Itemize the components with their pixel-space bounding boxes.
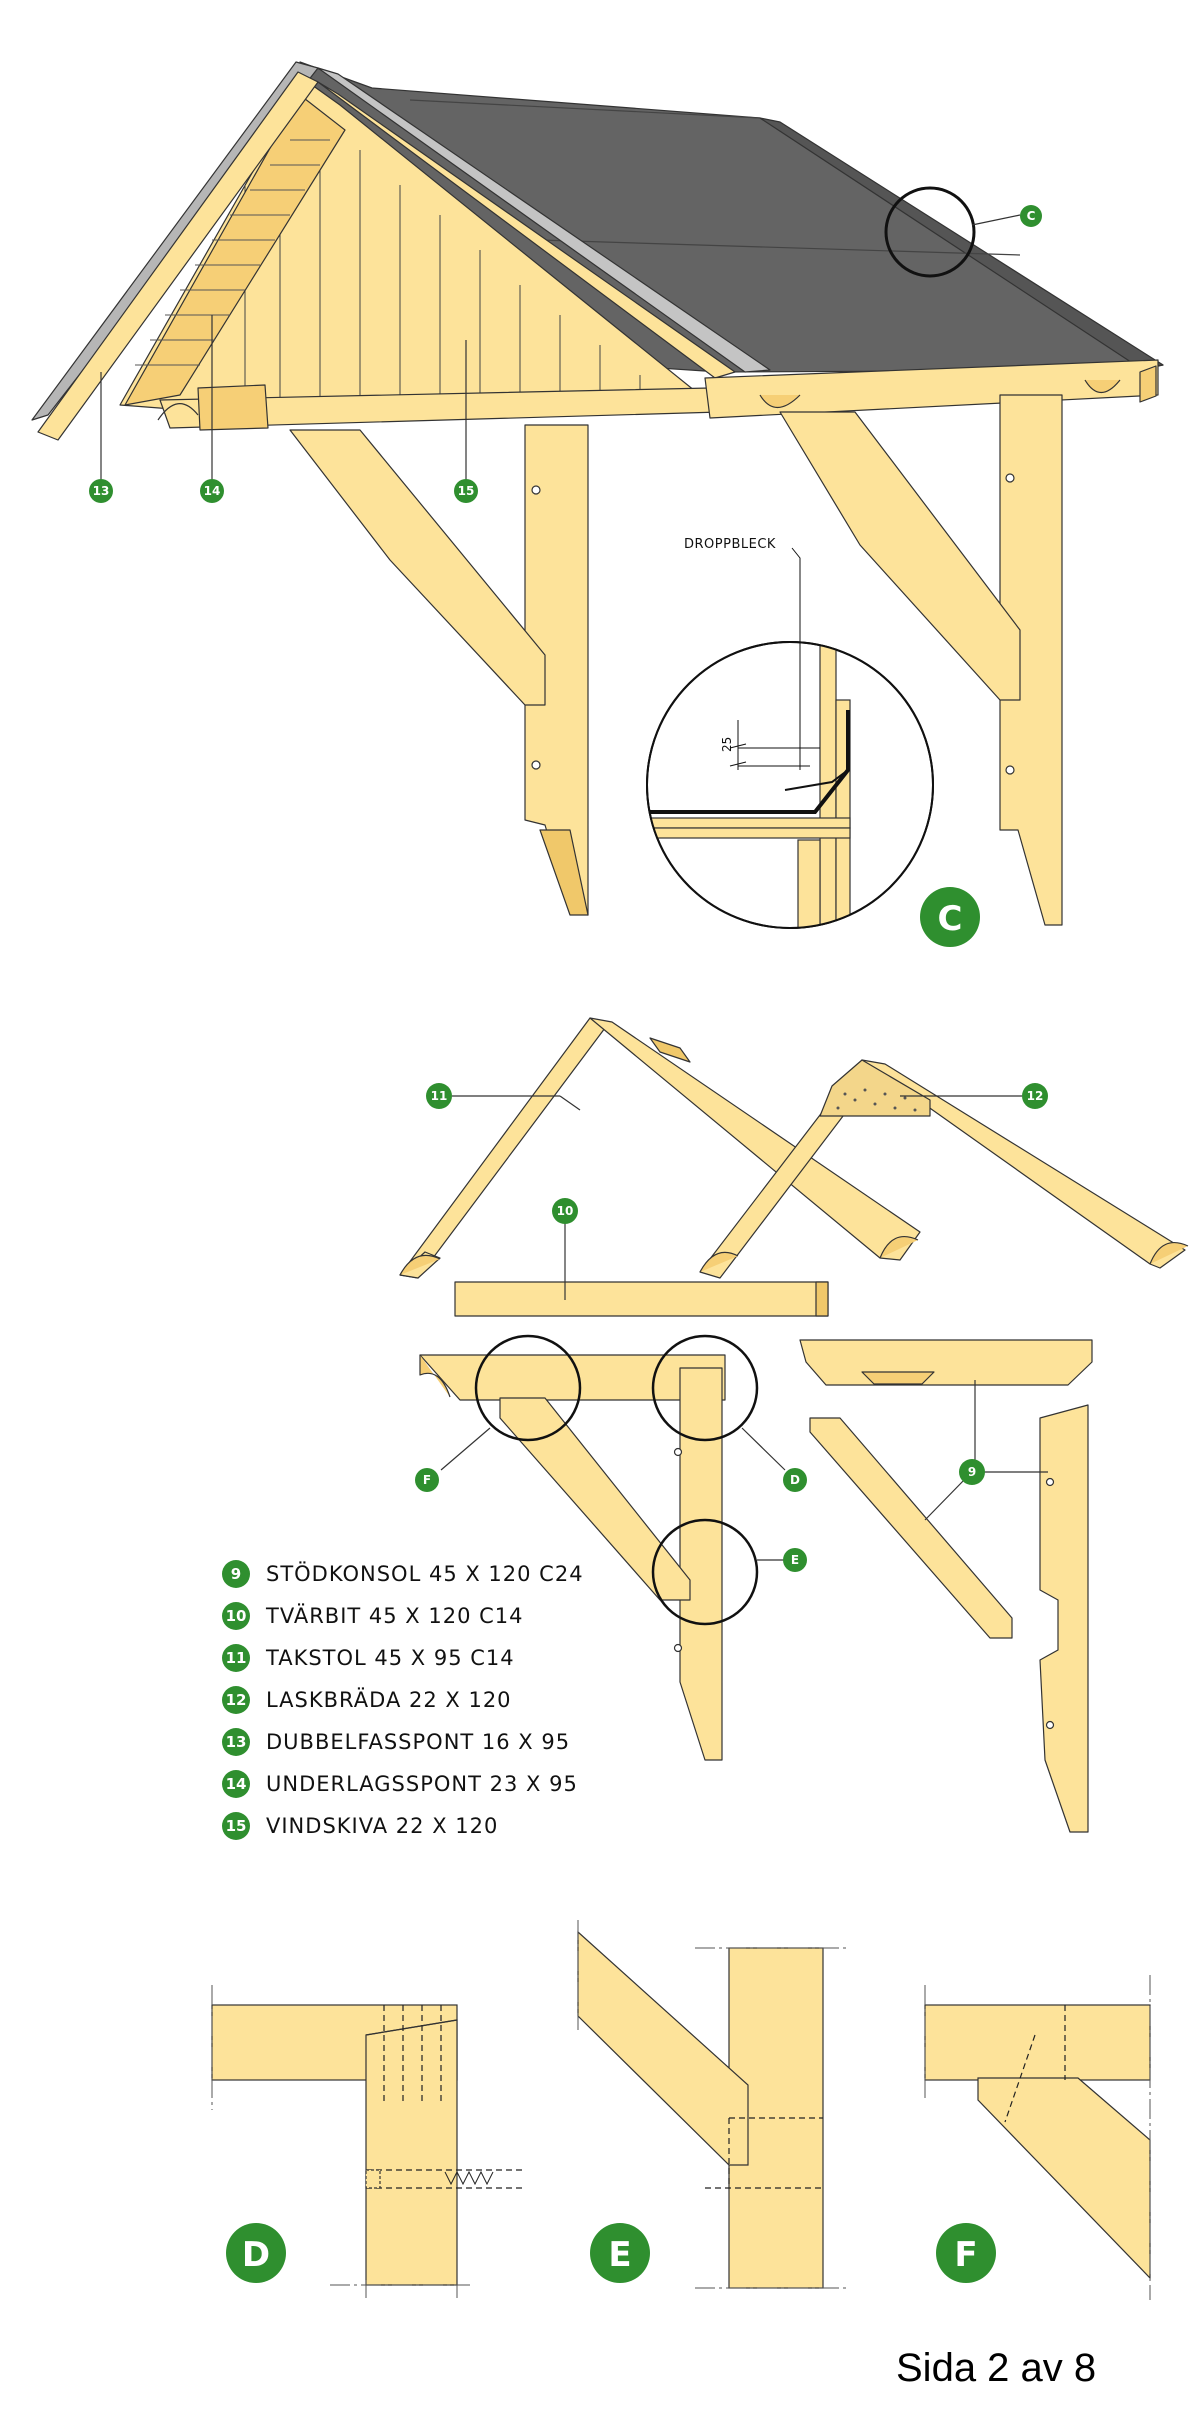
legend-item: 14 UNDERLAGSSPONT 23 X 95 xyxy=(222,1763,584,1805)
dimension-25: 25 xyxy=(720,737,734,752)
legend-item: 15 VINDSKIVA 22 X 120 xyxy=(222,1805,584,1847)
legend-item: 12 LASKBRÄDA 22 X 120 xyxy=(222,1679,584,1721)
bracket-beam xyxy=(419,1354,726,1401)
legend-number-badge: 11 xyxy=(222,1644,250,1672)
loose-beam-9 xyxy=(799,1339,1093,1386)
page-number: Sida 2 av 8 xyxy=(896,2346,1097,2390)
legend-number-badge: 10 xyxy=(222,1602,250,1630)
svg-text:F: F xyxy=(954,2235,977,2275)
legend-item-text: LASKBRÄDA 22 X 120 xyxy=(266,1688,512,1712)
detail-e-drawing xyxy=(577,1920,850,2289)
svg-text:C: C xyxy=(1027,209,1036,223)
legend-item-text: TAKSTOL 45 X 95 C14 xyxy=(266,1646,515,1670)
legend-number-badge: 15 xyxy=(222,1812,250,1840)
detail-label-e: E xyxy=(590,2223,650,2283)
parts-legend: 9 STÖDKONSOL 45 X 120 C24 10 TVÄRBIT 45 … xyxy=(222,1553,584,1847)
legend-number-badge: 14 xyxy=(222,1770,250,1798)
badge-12: 12 xyxy=(1022,1083,1048,1109)
svg-text:9: 9 xyxy=(968,1465,976,1479)
detail-d-drawing xyxy=(211,1985,525,2298)
canopy-illustration xyxy=(31,61,1164,926)
label-droppbleck: DROPPBLECK xyxy=(684,537,776,552)
badge-14: 14 xyxy=(200,479,224,503)
legend-number-badge: 9 xyxy=(222,1560,250,1588)
rafter-12-right xyxy=(861,1059,1186,1269)
gusset-plate-12 xyxy=(819,1059,931,1117)
detail-f-drawing xyxy=(924,1975,1151,2300)
detail-f-marker xyxy=(474,1334,582,1442)
badge-15: 15 xyxy=(454,479,478,503)
soffit-boards xyxy=(124,94,346,406)
detail-c-zoom: 25 DROPPBLECK xyxy=(646,537,934,929)
svg-text:12: 12 xyxy=(1027,1089,1044,1103)
detail-label-f: F xyxy=(936,2223,996,2283)
eave-beam-right xyxy=(704,359,1159,419)
detail-label-c: C xyxy=(920,887,980,947)
brace-left xyxy=(289,429,546,706)
bracket-brace xyxy=(499,1397,691,1601)
brace-right xyxy=(779,411,1021,701)
legend-item-text: VINDSKIVA 22 X 120 xyxy=(266,1814,499,1838)
legend-item: 11 TAKSTOL 45 X 95 C14 xyxy=(222,1637,584,1679)
svg-text:C: C xyxy=(938,899,963,939)
svg-text:D: D xyxy=(790,1473,800,1487)
svg-text:E: E xyxy=(791,1553,799,1567)
badge-f: F xyxy=(415,1468,439,1492)
legend-item-text: STÖDKONSOL 45 X 120 C24 xyxy=(266,1562,584,1586)
svg-text:D: D xyxy=(242,2235,270,2275)
legend-number-badge: 12 xyxy=(222,1686,250,1714)
badge-9: 9 xyxy=(959,1459,985,1485)
bargeboard-left xyxy=(37,71,319,441)
legend-number-badge: 13 xyxy=(222,1728,250,1756)
svg-text:14: 14 xyxy=(204,484,221,498)
badge-13: 13 xyxy=(89,479,113,503)
metal-edge-front xyxy=(317,67,771,373)
rafter-11-right xyxy=(589,1017,921,1261)
detail-d-marker xyxy=(651,1334,759,1442)
eave-block xyxy=(197,384,269,431)
bargeboard-front xyxy=(317,81,736,379)
legend-item: 9 STÖDKONSOL 45 X 120 C24 xyxy=(222,1553,584,1595)
exploded-parts xyxy=(399,1017,1189,1833)
svg-text:11: 11 xyxy=(431,1089,448,1103)
badge-e: E xyxy=(783,1548,807,1572)
svg-text:F: F xyxy=(423,1473,431,1487)
badge-c: C xyxy=(1020,205,1042,227)
detail-label-d: D xyxy=(226,2223,286,2283)
badge-11: 11 xyxy=(426,1083,452,1109)
loose-brace-9 xyxy=(809,1417,1013,1639)
loose-post-9 xyxy=(1039,1404,1089,1833)
crosspiece-10 xyxy=(454,1281,829,1317)
legend-item-text: UNDERLAGSSPONT 23 X 95 xyxy=(266,1772,578,1796)
roof-ridge-cap xyxy=(759,117,1164,369)
legend-item: 10 TVÄRBIT 45 X 120 C14 xyxy=(222,1595,584,1637)
post-right xyxy=(999,394,1063,926)
legend-item-text: TVÄRBIT 45 X 120 C14 xyxy=(266,1604,524,1628)
bracket-post xyxy=(679,1367,723,1761)
svg-text:13: 13 xyxy=(93,484,110,498)
badge-10: 10 xyxy=(552,1198,578,1224)
rafter-11-left xyxy=(399,1017,606,1279)
svg-text:15: 15 xyxy=(458,484,475,498)
detail-c-marker xyxy=(884,186,976,278)
svg-text:E: E xyxy=(608,2235,631,2275)
badge-d: D xyxy=(783,1468,807,1492)
legend-item-text: DUBBELFASSPONT 16 X 95 xyxy=(266,1730,571,1754)
detail-e-marker xyxy=(651,1518,759,1626)
legend-item: 13 DUBBELFASSPONT 16 X 95 xyxy=(222,1721,584,1763)
svg-text:10: 10 xyxy=(557,1204,574,1218)
